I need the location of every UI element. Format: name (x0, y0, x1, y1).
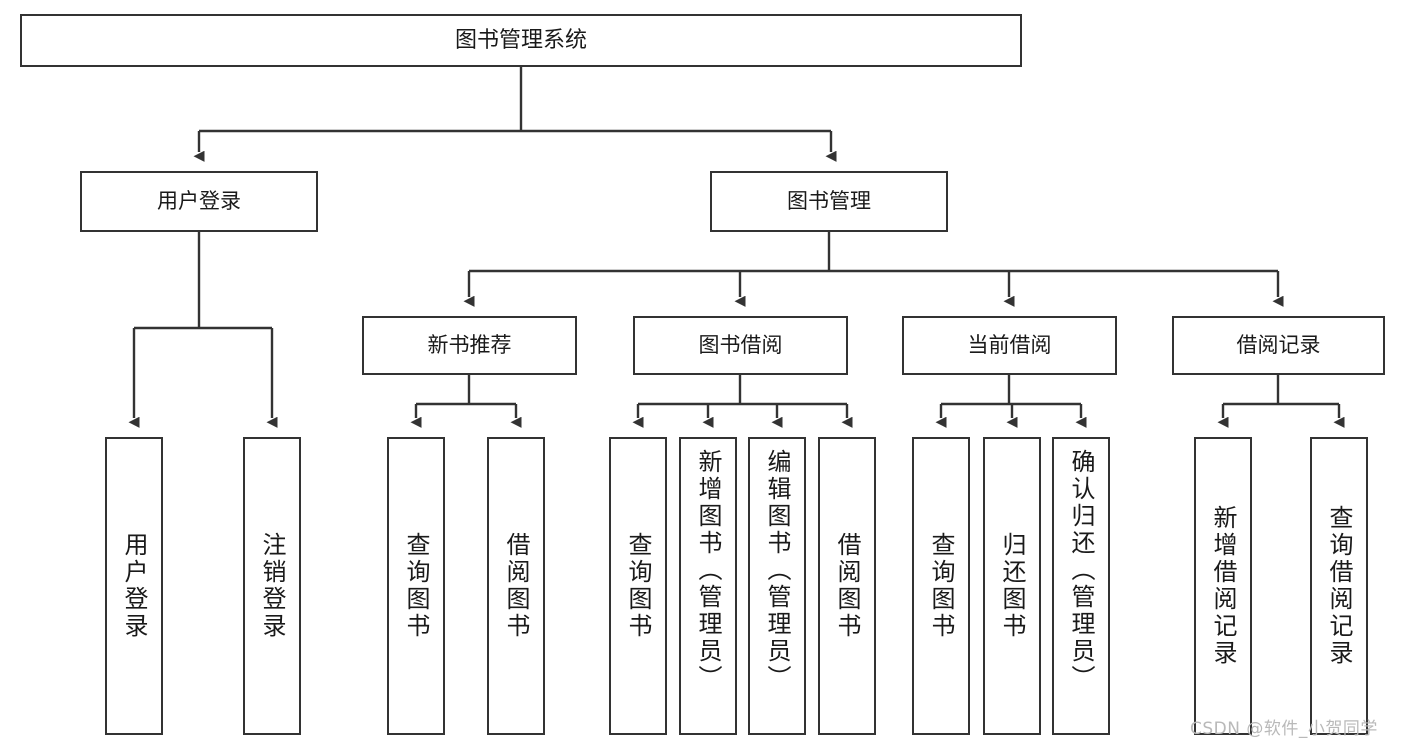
node-leaf-user-logout[interactable]: 注销登录 (243, 437, 301, 735)
node-leaf-query-book-1[interactable]: 查询图书 (387, 437, 445, 735)
csdn-watermark: CSDN @软件_小贺同学 (1190, 719, 1378, 739)
node-borrow-record[interactable]: 借阅记录 (1172, 316, 1385, 375)
node-leaf-query-book-2[interactable]: 查询图书 (609, 437, 667, 735)
node-book-manage-label: 图书管理 (787, 189, 871, 214)
node-leaf-user-login[interactable]: 用户登录 (105, 437, 163, 735)
node-book-manage[interactable]: 图书管理 (710, 171, 948, 232)
node-leaf-edit-book-label: 编辑图书（管理员） (763, 449, 791, 692)
node-leaf-query-book-2-label: 查询图书 (624, 532, 652, 640)
node-leaf-query-book-3[interactable]: 查询图书 (912, 437, 970, 735)
node-user-login[interactable]: 用户登录 (80, 171, 318, 232)
node-new-book-recommend-label: 新书推荐 (427, 333, 512, 358)
node-leaf-query-record-label: 查询借阅记录 (1325, 505, 1353, 667)
node-leaf-return-book[interactable]: 归还图书 (983, 437, 1041, 735)
node-root[interactable]: 图书管理系统 (20, 14, 1022, 67)
node-leaf-query-book-1-label: 查询图书 (402, 532, 430, 640)
node-leaf-add-book-label: 新增图书（管理员） (694, 449, 722, 692)
node-leaf-user-login-label: 用户登录 (120, 532, 148, 640)
node-book-borrow-label: 图书借阅 (698, 333, 783, 358)
node-leaf-borrow-book-2-label: 借阅图书 (833, 532, 861, 640)
node-leaf-add-record[interactable]: 新增借阅记录 (1194, 437, 1252, 735)
node-leaf-query-record[interactable]: 查询借阅记录 (1310, 437, 1368, 735)
node-leaf-return-book-label: 归还图书 (998, 532, 1026, 640)
node-leaf-borrow-book-2[interactable]: 借阅图书 (818, 437, 876, 735)
node-leaf-borrow-book-1-label: 借阅图书 (502, 532, 530, 640)
node-current-borrow-label: 当前借阅 (967, 333, 1052, 358)
node-leaf-add-record-label: 新增借阅记录 (1209, 505, 1237, 667)
node-borrow-record-label: 借阅记录 (1236, 333, 1321, 358)
node-leaf-confirm-return-label: 确认归还（管理员） (1067, 449, 1095, 692)
node-root-label: 图书管理系统 (454, 27, 587, 53)
node-leaf-borrow-book-1[interactable]: 借阅图书 (487, 437, 545, 735)
node-leaf-confirm-return[interactable]: 确认归还（管理员） (1052, 437, 1110, 735)
node-new-book-recommend[interactable]: 新书推荐 (362, 316, 577, 375)
node-book-borrow[interactable]: 图书借阅 (633, 316, 848, 375)
node-leaf-edit-book[interactable]: 编辑图书（管理员） (748, 437, 806, 735)
node-leaf-add-book[interactable]: 新增图书（管理员） (679, 437, 737, 735)
node-user-login-label: 用户登录 (157, 189, 241, 214)
node-current-borrow[interactable]: 当前借阅 (902, 316, 1117, 375)
node-leaf-query-book-3-label: 查询图书 (927, 532, 955, 640)
node-leaf-user-logout-label: 注销登录 (258, 532, 286, 640)
